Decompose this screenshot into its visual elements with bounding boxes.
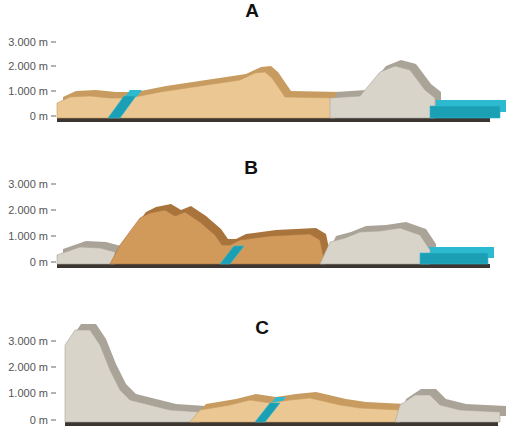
axis-tick [51, 367, 56, 368]
terrain-face [255, 403, 280, 422]
axis-tick [51, 341, 56, 342]
terrain-face [220, 246, 244, 264]
panel-letter: B [244, 158, 258, 177]
terrain-face [108, 96, 136, 118]
axis-tick [51, 262, 56, 263]
terrain-face [420, 253, 488, 264]
axis-tick [51, 184, 56, 185]
axis-label: 3.000 m [8, 179, 48, 190]
terrain-face [330, 66, 435, 118]
terrain-face [65, 330, 200, 422]
axis-label: 2.000 m [8, 61, 48, 72]
ground-bar [57, 118, 490, 122]
terrain-face [190, 398, 400, 422]
axis-tick [51, 91, 56, 92]
axis-label: 1.000 m [8, 231, 48, 242]
axis-tick [51, 116, 56, 117]
axis-label: 2.000 m [8, 362, 48, 373]
ground-bar [65, 422, 498, 426]
terrain-face [57, 72, 335, 118]
axis-tick [51, 42, 56, 43]
axis-label: 0 m [30, 111, 48, 122]
terrain-face [57, 247, 115, 264]
axis-tick [51, 66, 56, 67]
axis-tick [51, 393, 56, 394]
axis-label: 0 m [30, 257, 48, 268]
axis-label: 1.000 m [8, 86, 48, 97]
axis-label: 2.000 m [8, 205, 48, 216]
terrain-face [320, 228, 430, 264]
axis-tick [51, 236, 56, 237]
ground-bar [57, 264, 490, 268]
terrain-face [395, 395, 500, 422]
axis-label: 3.000 m [8, 336, 48, 347]
axis-label: 0 m [30, 415, 48, 426]
panel-letter: A [245, 1, 259, 20]
axis-tick [51, 210, 56, 211]
terrain-face [430, 106, 500, 118]
axis-label: 3.000 m [8, 37, 48, 48]
axis-tick [51, 420, 56, 421]
panel-letter: C [255, 318, 269, 337]
axis-label: 1.000 m [8, 388, 48, 399]
terrain-face [110, 210, 325, 264]
